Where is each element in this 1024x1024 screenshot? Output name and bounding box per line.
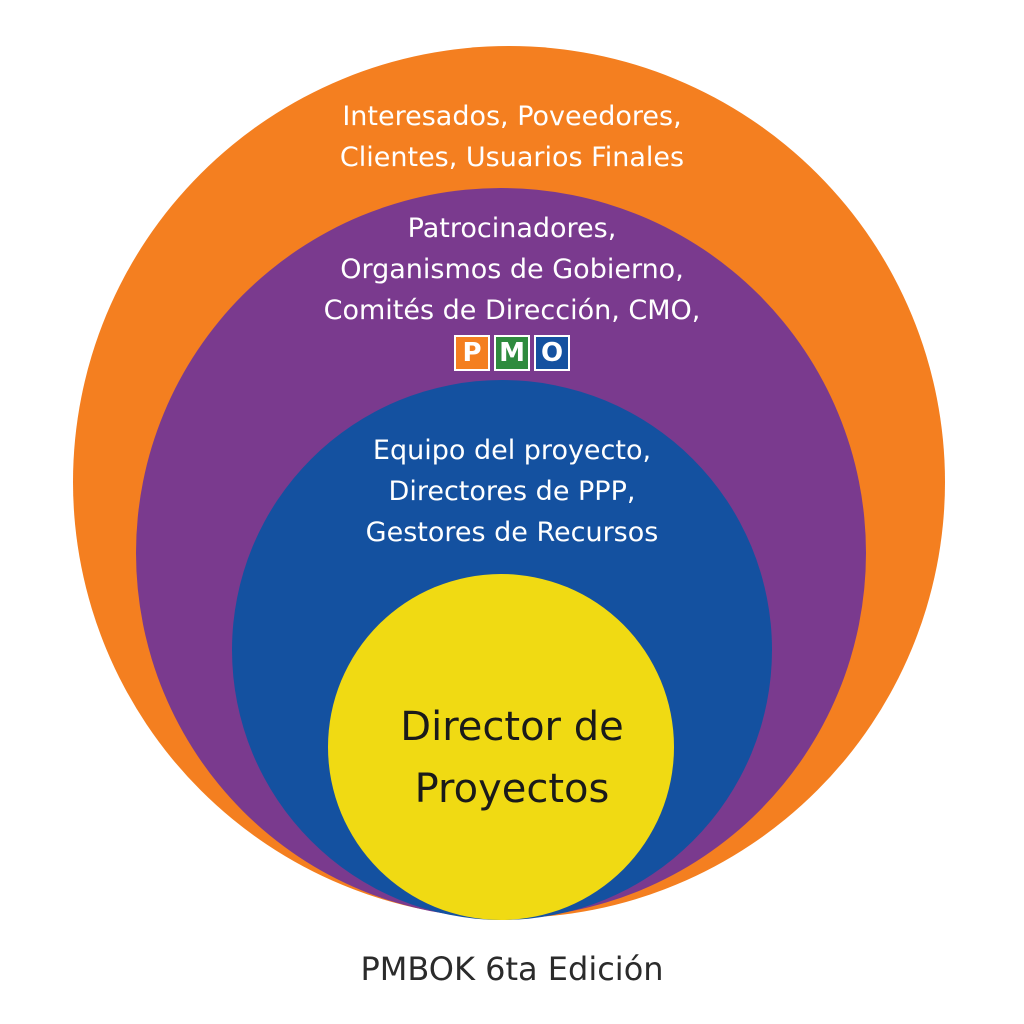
pmo-letter-m: M — [494, 335, 530, 371]
blue-ring-line: Equipo del proyecto, — [372, 435, 652, 466]
blue-ring-line: Directores de PPP, — [388, 476, 636, 507]
pmo-letter-p: P — [454, 335, 490, 371]
core-line: Director de — [400, 704, 624, 750]
blue-ring-label: Equipo del proyecto, Directores de PPP, … — [0, 430, 1024, 553]
core-circle — [328, 574, 674, 920]
purple-ring-line: Patrocinadores, — [407, 213, 617, 244]
pmo-logo: P M O — [0, 335, 1024, 371]
core-line: Proyectos — [414, 766, 610, 812]
diagram-caption: PMBOK 6ta Edición — [360, 950, 664, 988]
outer-ring-line: Interesados, Poveedores, — [342, 101, 682, 132]
outer-ring-label: Interesados, Poveedores, Clientes, Usuar… — [0, 96, 1024, 178]
purple-ring-line: Organismos de Gobierno, — [340, 254, 684, 285]
pmo-letter-o: O — [534, 335, 570, 371]
purple-ring-line: Comités de Dirección, CMO, — [323, 295, 701, 326]
purple-ring-label: Patrocinadores, Organismos de Gobierno, … — [0, 208, 1024, 331]
blue-ring-line: Gestores de Recursos — [365, 517, 659, 548]
outer-ring-line: Clientes, Usuarios Finales — [339, 142, 685, 173]
core-label: Director de Proyectos — [0, 696, 1024, 820]
